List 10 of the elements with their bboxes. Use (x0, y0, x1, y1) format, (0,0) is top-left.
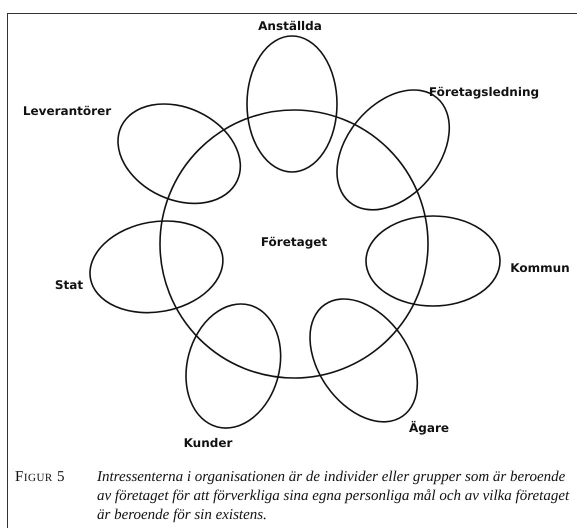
stakeholder-label: Företagsledning (428, 84, 540, 99)
caption: Intressenterna i organisationen är de individer eller grupper som är beroende av företaget för att förverkliga sina egna personliga mål och av vilka företaget är beroende för sin existens. (97, 468, 570, 525)
stakeholder-label: Ägare (408, 420, 449, 435)
stakeholder-label: Kunder (184, 436, 232, 450)
stakeholder-label: Anställda (258, 19, 322, 33)
stakeholder-label: Leverantörer (22, 104, 112, 118)
stakeholder-label: Kommun (510, 261, 570, 275)
stakeholder-label: Stat (54, 278, 84, 292)
figure-number: Figur 5 (15, 468, 65, 487)
center-label: Företaget (260, 235, 328, 249)
